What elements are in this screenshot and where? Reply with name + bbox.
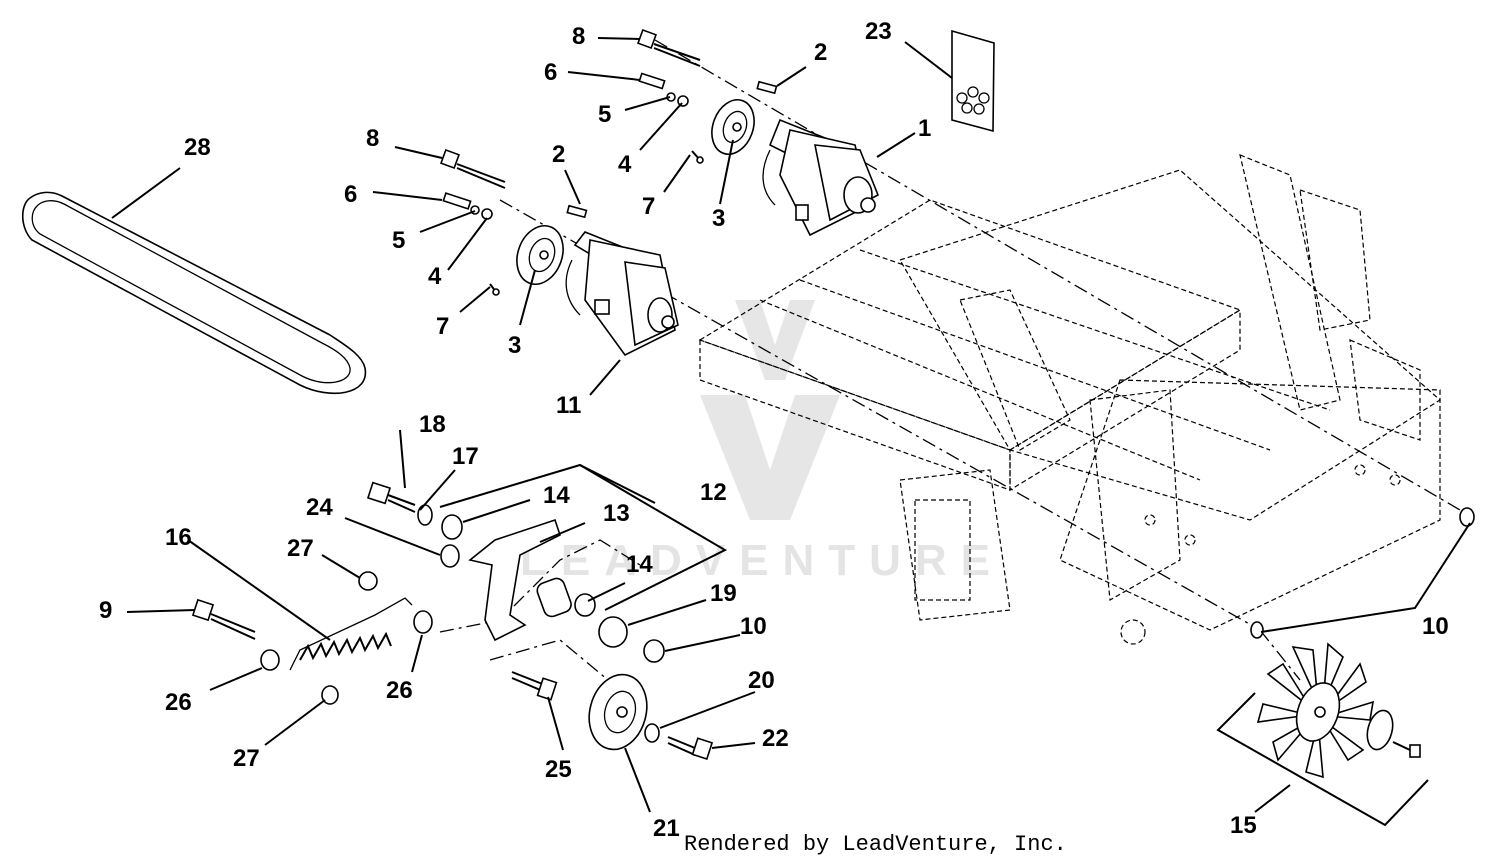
callout-9: 9: [99, 597, 112, 624]
callout-24: 24: [306, 494, 333, 521]
centerlines: [439, 39, 1461, 691]
callouts: 1 2 2 3 3 4 4 5 5 6 6 7 7 8 8 9 10 10 11…: [99, 18, 1449, 842]
callout-2-lower: 2: [552, 141, 565, 168]
callout-13: 13: [603, 500, 630, 527]
leader-lines: [111, 37, 1471, 827]
callout-26-right: 26: [386, 677, 413, 704]
hydro-pump-lower: [565, 231, 679, 357]
callout-7-upper: 7: [642, 193, 655, 220]
bolt-8-lower: [440, 149, 506, 189]
callout-4-lower: 4: [428, 263, 442, 290]
callout-8-lower: 8: [366, 125, 379, 152]
callout-27-lower: 27: [233, 745, 260, 772]
pulley-upper: [711, 99, 755, 155]
hydro-pump-upper: [762, 118, 880, 237]
callout-18: 18: [419, 411, 446, 438]
callout-7-lower: 7: [436, 313, 449, 340]
callout-17: 17: [452, 443, 479, 470]
callout-23: 23: [865, 18, 892, 45]
callout-15: 15: [1230, 812, 1257, 839]
callout-3-upper: 3: [712, 205, 725, 232]
credit-text: Rendered by LeadVenture, Inc.: [684, 832, 1067, 857]
callout-10-middle: 10: [740, 613, 767, 640]
callout-25: 25: [545, 756, 572, 783]
callout-14-upper: 14: [543, 482, 570, 509]
spring-and-bolt: [191, 571, 433, 705]
callout-22: 22: [762, 725, 789, 752]
callout-2-upper: 2: [814, 39, 827, 66]
pulley-lower: [516, 225, 564, 285]
callout-8-upper: 8: [572, 23, 585, 50]
callout-27-upper: 27: [287, 535, 314, 562]
callout-14-lower: 14: [626, 551, 653, 578]
callout-12: 12: [700, 479, 727, 506]
belt: [21, 191, 367, 395]
callout-26-left: 26: [165, 689, 192, 716]
callout-5-upper: 5: [598, 101, 611, 128]
callout-6-upper: 6: [544, 59, 557, 86]
chassis-frame: [698, 154, 1441, 645]
callout-19: 19: [710, 580, 737, 607]
decal: [951, 29, 995, 133]
callout-4-upper: 4: [618, 151, 632, 178]
watermark-text: LEADVENTURE: [520, 536, 1004, 585]
watermark: LEADVENTURE: [520, 300, 1004, 585]
callout-6-lower: 6: [344, 181, 357, 208]
callout-1: 1: [918, 115, 931, 142]
idler-pulley: [511, 671, 714, 761]
callout-28: 28: [184, 134, 211, 161]
callout-20: 20: [748, 667, 775, 694]
callout-11: 11: [556, 392, 581, 419]
callout-21: 21: [653, 815, 680, 842]
callout-16: 16: [165, 524, 192, 551]
bolt-8-upper: [637, 29, 701, 67]
fan-assembly: [1256, 642, 1421, 779]
callout-3-lower: 3: [508, 332, 521, 359]
idler-bracket: [366, 481, 665, 663]
hardware-lower: [442, 192, 588, 296]
hardware-upper: [638, 72, 778, 164]
callout-10-right: 10: [1422, 613, 1449, 640]
callout-5-lower: 5: [392, 227, 405, 254]
